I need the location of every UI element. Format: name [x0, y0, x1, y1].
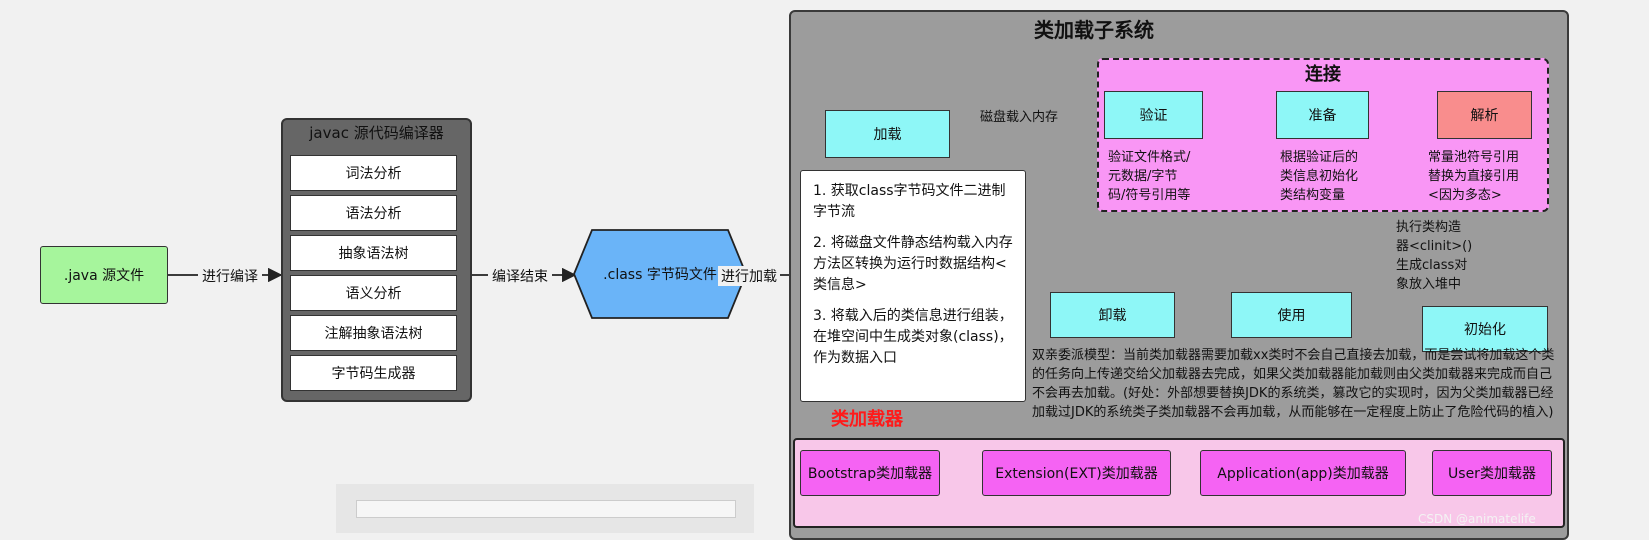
javac-item-ast: 抽象语法树 [290, 235, 457, 271]
init-note-line: 器<clinit>() [1396, 239, 1473, 254]
class-file-label: .class 字节码文件 [603, 267, 717, 283]
link-title: 连接 [1305, 64, 1341, 85]
init-note: 执行类构造 器<clinit>() 生成class对 象放入堆中 [1396, 218, 1472, 294]
bottom-partial-inner [356, 500, 736, 518]
class-file-hexagon [573, 229, 747, 319]
prepare-box: 准备 [1276, 91, 1369, 139]
resolve-box: 解析 [1437, 91, 1532, 139]
watermark: CSDN @animatelife [1418, 512, 1536, 526]
javac-item-syntax: 语法分析 [290, 195, 457, 231]
load-box: 加载 [825, 110, 950, 158]
init-note-line: 象放入堆中 [1396, 277, 1462, 292]
javac-item-annotated-ast: 注解抽象语法树 [290, 315, 457, 351]
edge-compile-done-label: 编译结束 [488, 266, 552, 286]
prepare-desc-line: 根据验证后的 [1280, 150, 1359, 165]
extension-loader-box: Extension(EXT)类加载器 [982, 450, 1171, 496]
verify-box: 验证 [1104, 91, 1203, 139]
load-step-3: 3. 将载入后的类信息进行组装，在堆空间中生成类对象(class)，作为数据入口 [813, 308, 1013, 366]
unload-box: 卸载 [1050, 292, 1175, 338]
prepare-desc-line: 类结构变量 [1280, 188, 1346, 203]
javac-item-semantic: 语义分析 [290, 275, 457, 311]
init-box: 初始化 [1422, 306, 1548, 352]
prepare-description: 根据验证后的 类信息初始化 类结构变量 [1280, 148, 1358, 205]
subsystem-title: 类加载子系统 [1034, 18, 1154, 42]
load-step-2: 2. 将磁盘文件静态结构载入内存方法区转换为运行时数据结构<类信息> [813, 235, 1013, 293]
javac-item-bytecode-gen: 字节码生成器 [290, 355, 457, 391]
prepare-desc-line: 类信息初始化 [1280, 169, 1359, 184]
bottom-partial-bar [336, 484, 754, 533]
use-box: 使用 [1231, 292, 1352, 338]
javac-title: javac 源代码编译器 [309, 124, 444, 142]
resolve-description: 常量池符号引用 替换为直接引用 <因为多态> [1428, 148, 1519, 205]
javac-item-lexical: 词法分析 [290, 155, 457, 191]
edge-disk-to-memory-label: 磁盘载入内存 [980, 110, 1059, 125]
init-note-line: 生成class对 [1396, 258, 1468, 273]
user-loader-box: User类加载器 [1432, 450, 1552, 496]
verify-desc-line: 码/符号引用等 [1108, 188, 1191, 203]
init-note-line: 执行类构造 [1396, 220, 1462, 235]
verify-desc-line: 验证文件格式/ [1108, 150, 1191, 165]
bootstrap-loader-box: Bootstrap类加载器 [800, 450, 940, 496]
application-loader-box: Application(app)类加载器 [1200, 450, 1406, 496]
resolve-desc-line: <因为多态> [1428, 188, 1502, 203]
parent-delegation-text: 双亲委派模型：当前类加载器需要加载xx类时不会自己直接去加载，而是尝试将加载这个… [1032, 348, 1555, 420]
resolve-desc-line: 常量池符号引用 [1428, 150, 1520, 165]
verify-description: 验证文件格式/ 元数据/字节 码/符号引用等 [1108, 148, 1190, 205]
edge-compile-label: 进行编译 [198, 266, 262, 286]
load-step-1: 1. 获取class字节码文件二进制字节流 [813, 183, 1006, 220]
verify-desc-line: 元数据/字节 [1108, 169, 1178, 184]
java-source-box: .java 源文件 [40, 246, 168, 304]
resolve-desc-line: 替换为直接引用 [1428, 169, 1520, 184]
load-steps-box: 1. 获取class字节码文件二进制字节流 2. 将磁盘文件静态结构载入内存方法… [800, 170, 1026, 402]
java-source-label: .java 源文件 [63, 268, 145, 284]
class-loader-label: 类加载器 [831, 409, 903, 430]
edge-load-label: 进行加载 [718, 266, 780, 286]
